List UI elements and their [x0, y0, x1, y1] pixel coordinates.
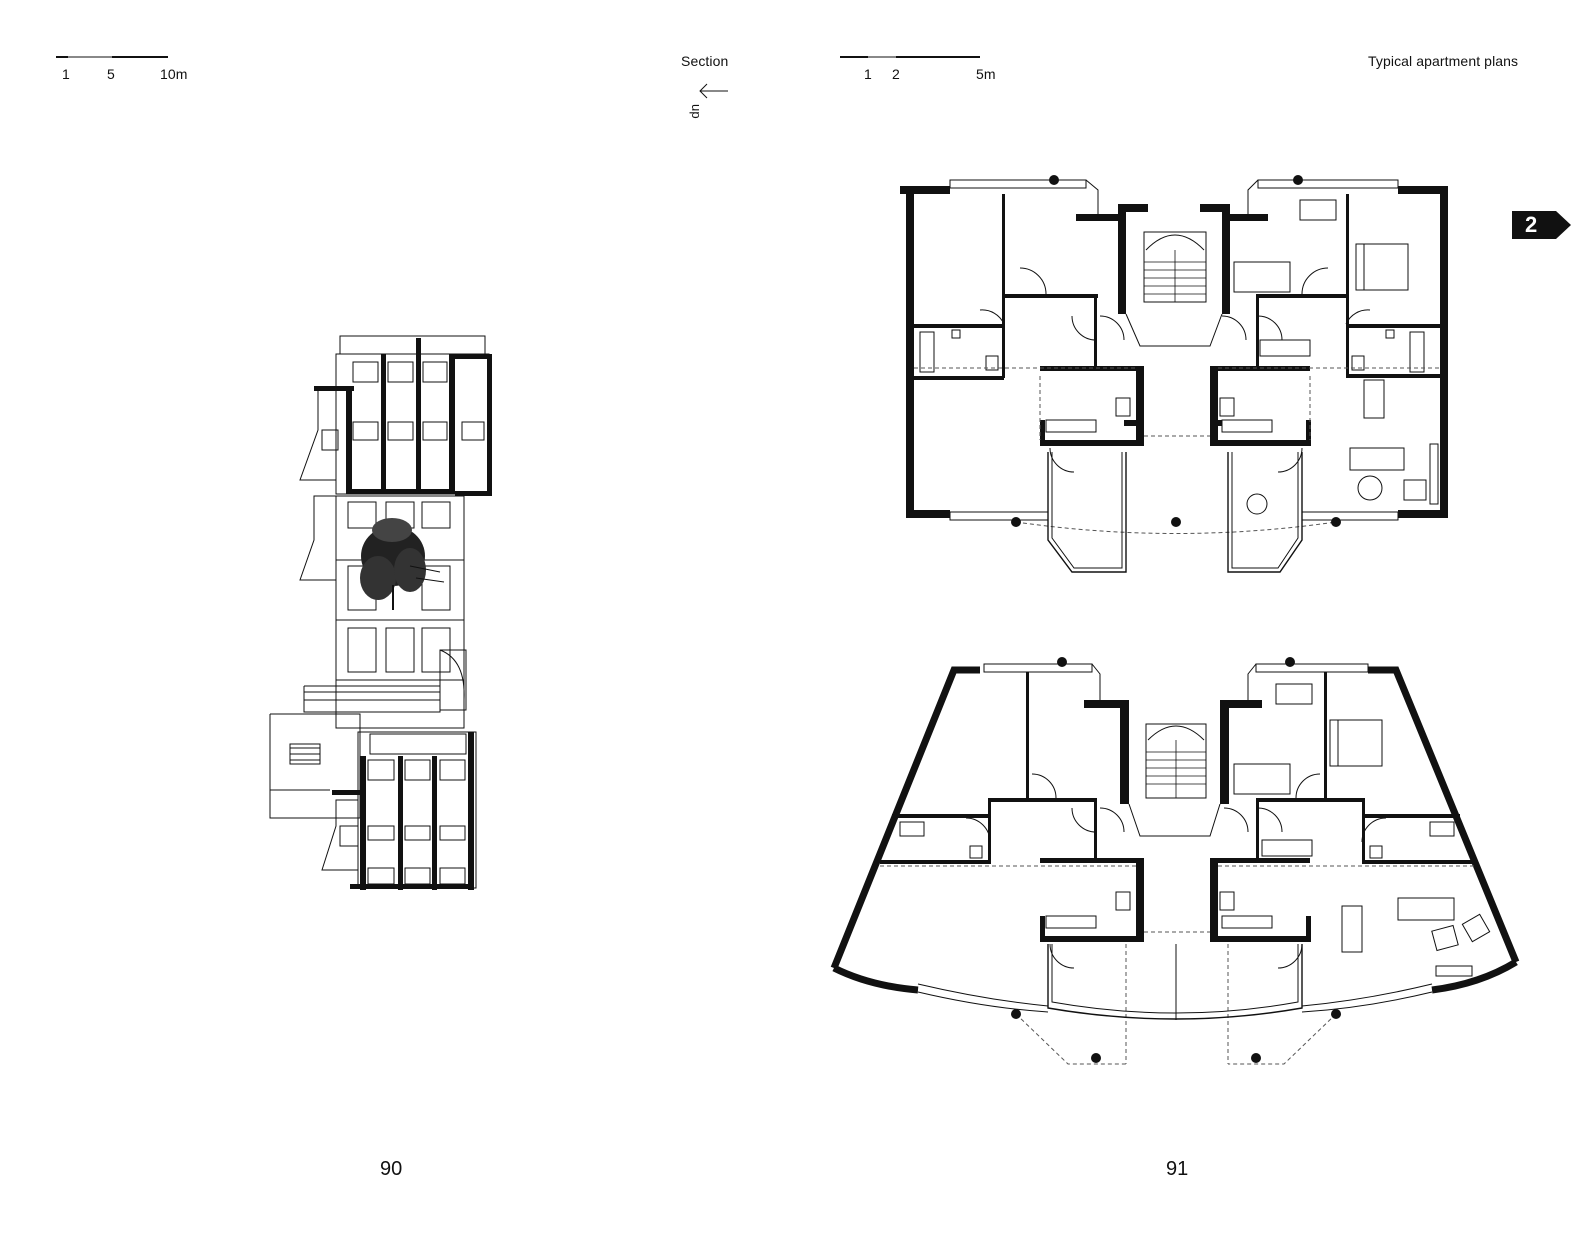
left-scale-label-10m: 10m	[160, 66, 188, 82]
chapter-tab-number: 2	[1525, 212, 1538, 237]
plans-heading: Typical apartment plans	[1368, 53, 1519, 69]
tree-illustration	[360, 518, 445, 610]
left-scale-bar	[56, 56, 168, 58]
left-scale-label-1: 1	[62, 66, 70, 82]
arrow-left-icon	[699, 83, 728, 99]
right-scale-label-5m: 5m	[976, 66, 996, 82]
building-section-drawing	[269, 335, 492, 890]
left-scale-label-5: 5	[107, 66, 115, 82]
right-scale-label-1: 1	[864, 66, 872, 82]
left-page-number: 90	[380, 1158, 403, 1180]
left-page: 1 5 10m Section up	[0, 0, 793, 1247]
section-heading: Section	[681, 53, 729, 69]
right-page-number: 91	[1166, 1158, 1189, 1180]
right-scale-label-2: 2	[892, 66, 900, 82]
